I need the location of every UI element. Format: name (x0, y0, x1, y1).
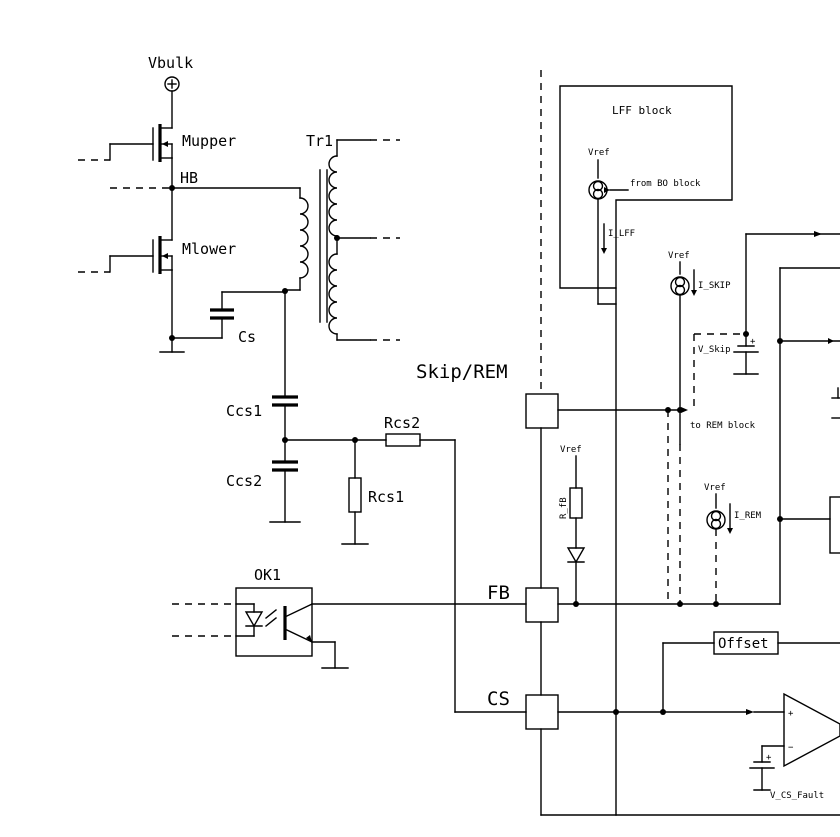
comparator-minus-label: − (788, 743, 794, 753)
resonant-inductor (284, 187, 309, 291)
pin-cs: CS (487, 688, 559, 730)
pin-fb: FB (487, 582, 559, 623)
i-rem-label: I_REM (734, 511, 762, 521)
voltage-source-v-skip: + V_Skip (693, 333, 759, 410)
pin-skip-rem: Skip/REM (416, 361, 559, 429)
rcs2-label: Rcs2 (384, 414, 420, 432)
offset-label: Offset (718, 636, 769, 652)
resistor-rcs2: Rcs2 (384, 414, 421, 447)
tr1-label: Tr1 (306, 132, 333, 150)
r-fb-label: R_fB (559, 497, 569, 519)
mupper-label: Mupper (182, 132, 236, 150)
capacitor-cs: Cs (171, 291, 286, 346)
ccs2-label: Ccs2 (226, 472, 262, 490)
v-cs-fault-label: V_CS_Fault (770, 791, 824, 801)
comparator-plus-label: + (788, 709, 794, 719)
lff-block-label: LFF block (612, 104, 672, 117)
cs-pin-label: CS (487, 688, 510, 710)
lff-block: LFF block Vref from BO block I_LFF (559, 85, 733, 305)
v-skip-label: V_Skip (698, 345, 731, 355)
i-lff-label: I_LFF (608, 229, 635, 239)
resistor-r-fb: Vref R_fB (559, 445, 586, 605)
vref-lff-label: Vref (588, 148, 610, 158)
mosfet-upper: Mupper (109, 124, 236, 189)
hb-label: HB (180, 169, 198, 187)
vref-rfb-label: Vref (560, 445, 582, 455)
ccs1-label: Ccs1 (226, 402, 262, 420)
diode-icon (566, 547, 586, 564)
resistor-rcs1: Rcs1 (341, 439, 404, 545)
rcs1-label: Rcs1 (368, 488, 404, 506)
skip-rem-pin-label: Skip/REM (416, 361, 508, 383)
v-cs-fault-plus-label: + (766, 753, 772, 763)
voltage-source-v-cs-fault: + V_CS_Fault (749, 745, 824, 801)
from-bo-block-label: from BO block (630, 179, 701, 189)
capacitor-ccs1: Ccs1 (226, 395, 298, 420)
current-source-skip: Vref I_SKIP (668, 251, 731, 411)
ok1-label: OK1 (254, 566, 281, 584)
capacitor-ccs2: Ccs2 (226, 460, 298, 490)
current-source-rem: Vref I_REM (704, 483, 762, 604)
mosfet-lower: Mlower (109, 187, 236, 274)
v-skip-plus-label: + (750, 337, 756, 347)
to-rem-block-label: to REM block (690, 421, 756, 431)
vbulk-label: Vbulk (148, 54, 193, 72)
mlower-label: Mlower (182, 240, 236, 258)
cs-cap-label: Cs (238, 328, 256, 346)
comparator: + − (753, 692, 840, 768)
transformer-tr1: Tr1 (306, 132, 400, 341)
offset-block: Offset (713, 631, 779, 655)
optocoupler-ok1: OK1 (235, 566, 313, 657)
vbulk-terminal: Vbulk (148, 54, 193, 92)
vref-rem-label: Vref (704, 483, 726, 493)
vref-skip-label: Vref (668, 251, 690, 261)
i-skip-label: I_SKIP (698, 281, 731, 291)
fb-pin-label: FB (487, 582, 510, 604)
